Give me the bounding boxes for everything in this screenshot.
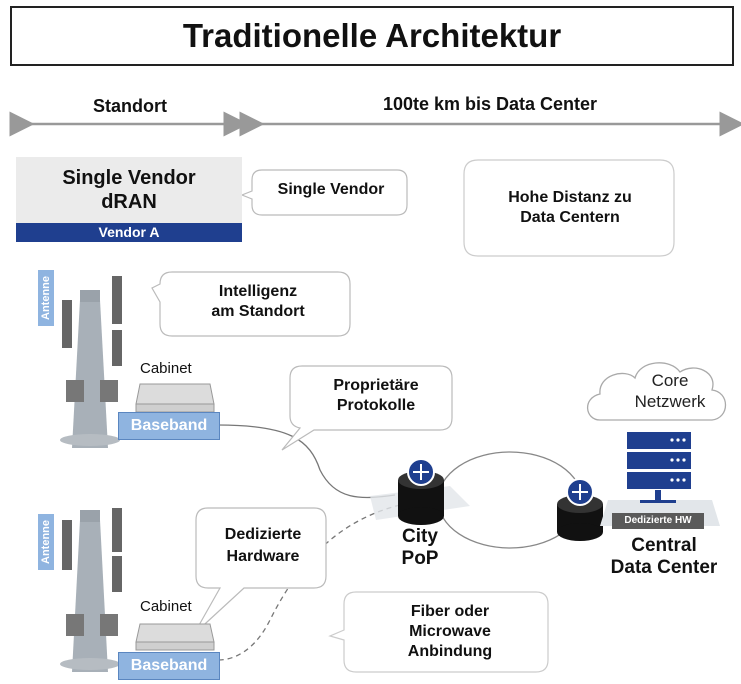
baseband-top: Baseband xyxy=(118,412,220,440)
page-title: Traditionelle Architektur xyxy=(10,6,734,66)
core-line2: Netzwerk xyxy=(634,392,706,411)
tower-bottom-icon xyxy=(60,508,122,672)
core-line1: Core xyxy=(651,371,689,390)
datacenter-label: Central Data Center xyxy=(590,535,738,579)
callout-intelligenz-line2: am Standort xyxy=(211,303,305,320)
callout-fiber-line1: Fiber oder xyxy=(410,603,490,620)
fiber-link-top xyxy=(217,424,396,499)
vendor-bar: Vendor A xyxy=(16,223,242,242)
city-line2: PoP xyxy=(401,548,439,569)
cabinet-label-top: Cabinet xyxy=(140,360,192,377)
cabinet-bottom-icon xyxy=(135,623,215,651)
antenne-tag-bottom: Antenne xyxy=(38,514,54,570)
server-stack-icon xyxy=(600,432,720,526)
callout-distanz-line2: Data Centern xyxy=(520,209,620,226)
callout-hardware: Dedizierte Hardware xyxy=(204,524,322,568)
callout-hardware-shape xyxy=(193,507,327,635)
callout-fiber-line3: Anbindung xyxy=(407,643,493,660)
dc-line1: Central xyxy=(631,535,697,556)
callout-distanz-shape xyxy=(463,159,675,257)
callout-protokolle-line2: Protokolle xyxy=(336,397,416,414)
callout-protokolle: Proprietäre Protokolle xyxy=(306,376,446,416)
callout-hardware-line1: Dedizierte xyxy=(224,526,302,543)
tower-top-icon xyxy=(60,276,122,448)
callout-intelligenz-line1: Intelligenz xyxy=(218,283,298,300)
callout-protokolle-shape xyxy=(281,365,453,451)
callout-distanz: Hohe Distanz zu Data Centern xyxy=(470,188,670,228)
callout-fiber-shape xyxy=(328,591,549,673)
cabinet-label-bottom: Cabinet xyxy=(140,598,192,615)
callout-distanz-line1: Hohe Distanz zu xyxy=(508,189,632,206)
vendor-line2: dRAN xyxy=(101,191,157,213)
datacenter-router-icon xyxy=(557,478,603,541)
callout-single-vendor: Single Vendor xyxy=(277,181,385,198)
city-pop-router-icon xyxy=(370,458,470,525)
dedicated-hw-badge: Dedizierte HW xyxy=(612,513,704,529)
microwave-link-bottom xyxy=(217,504,401,661)
callout-hardware-line2: Hardware xyxy=(226,548,300,565)
distance-label: 100te km bis Data Center xyxy=(382,94,598,114)
core-cloud xyxy=(586,362,727,421)
core-network-label: Core Netzwerk xyxy=(620,370,720,412)
vendor-line1: Single Vendor xyxy=(62,167,196,189)
callout-intelligenz-shape xyxy=(151,271,351,337)
callout-single-vendor-shape xyxy=(240,169,408,216)
callout-intelligenz: Intelligenz am Standort xyxy=(168,282,348,322)
antenne-tag-top: Antenne xyxy=(38,270,54,326)
callout-fiber-line2: Microwave xyxy=(409,623,491,640)
vendor-box: Single Vendor dRAN xyxy=(16,157,242,223)
baseband-bottom: Baseband xyxy=(118,652,220,680)
cabinet-top-icon xyxy=(135,383,215,413)
city-pop-label: City PoP xyxy=(380,526,460,570)
city-line1: City xyxy=(402,526,438,547)
dc-line2: Data Center xyxy=(610,557,718,578)
callout-fiber: Fiber oder Microwave Anbindung xyxy=(360,602,540,662)
callout-protokolle-line1: Proprietäre xyxy=(333,377,419,394)
standort-label: Standort xyxy=(93,96,167,116)
